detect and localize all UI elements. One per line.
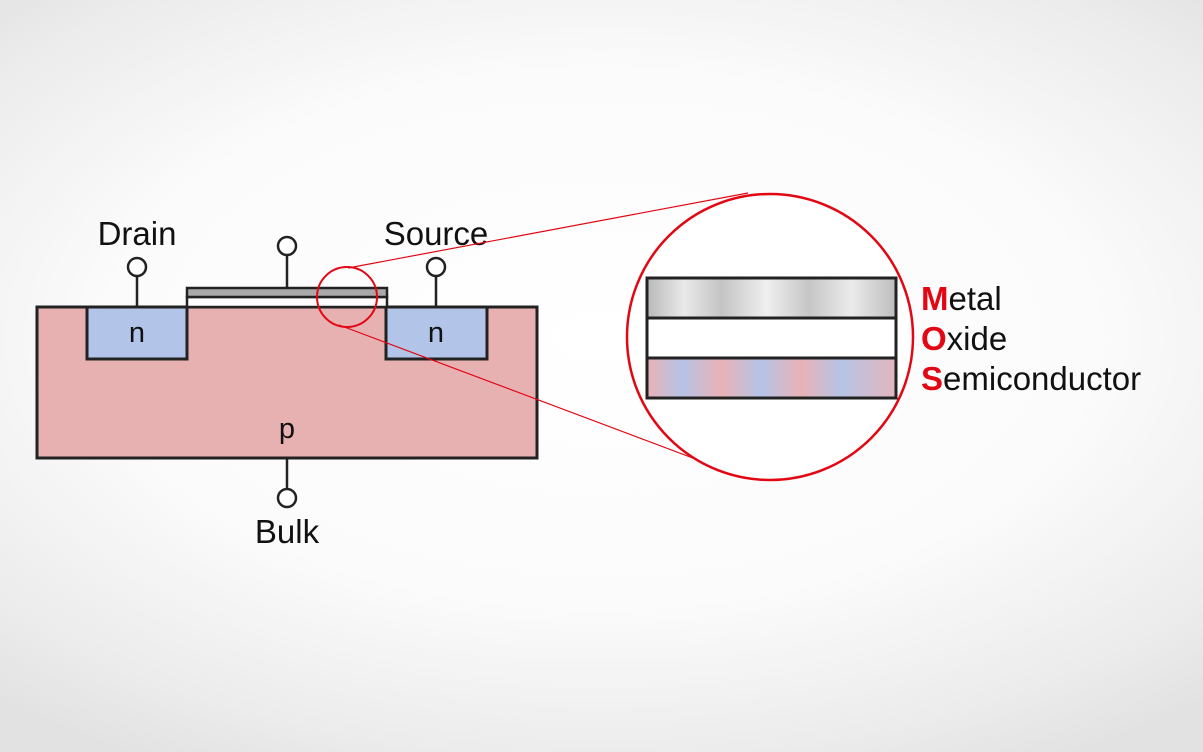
drain-n-region [85,305,189,361]
oxide-rest: xide [947,320,1008,357]
drain-label: Drain [98,215,177,252]
bulk-terminal [276,487,298,509]
zoom-source-circle [316,266,378,328]
gate-terminal [276,235,298,257]
metal-initial: M [921,280,949,317]
zoom-line-top [347,192,749,269]
source-doping-label: n [428,317,444,349]
gate-oxide [185,295,389,309]
magnified-semiconductor-layer [645,356,898,400]
semiconductor-initial: S [921,360,943,397]
drain-terminal [126,256,148,278]
semiconductor-layer-label: Semiconductor [921,360,1141,397]
gate-metal [185,286,389,299]
bulk-label: Bulk [255,513,320,550]
magnified-metal-layer [645,276,898,320]
magnified-oxide-layer [645,316,898,360]
oxide-initial: O [921,320,947,357]
metal-layer-label: Metal [921,280,1002,317]
semiconductor-rest: emiconductor [943,360,1141,397]
source-terminal [425,256,447,278]
drain-doping-label: n [129,317,145,349]
oxide-layer-label: Oxide [921,320,1007,357]
substrate-doping-label: p [279,413,295,445]
source-label: Source [384,215,489,252]
zoom-line-bottom [338,324,723,470]
metal-rest: etal [949,280,1002,317]
